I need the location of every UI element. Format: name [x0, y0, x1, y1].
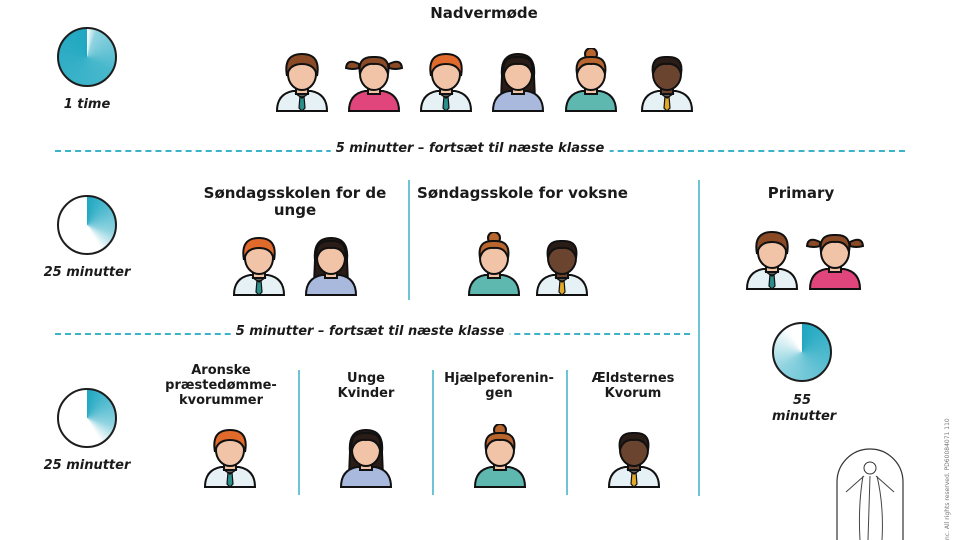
girl-longhair-avatar-icon: [337, 424, 395, 488]
boy-brown-avatar-icon: [273, 48, 331, 112]
man-dark-avatar-icon: [638, 48, 696, 112]
man-dark-avatar-icon: [533, 232, 591, 296]
group-title: Unge Kvinder: [337, 371, 395, 401]
youth-sunday-school-title: Søndagsskolen for de unge: [203, 184, 387, 219]
divider: [408, 180, 410, 300]
group-title: Hjælpeforenin-gen: [444, 371, 554, 401]
divider: [566, 370, 568, 495]
adult-sunday-school-title: Søndagsskole for voksne: [417, 184, 628, 202]
sacrament-duration: 1 time: [63, 97, 111, 112]
clock-icon: [772, 322, 832, 382]
transition-label: 5 minutter – fortsæt til næste klasse: [230, 324, 510, 340]
boy-ginger-avatar-icon: [230, 232, 288, 296]
girl-longhair-avatar-icon: [489, 48, 547, 112]
girl-longhair-avatar-icon: [302, 232, 360, 296]
divider: [698, 180, 700, 496]
second-hour-duration: 25 minutter: [43, 265, 131, 280]
girl-pink-avatar-icon: [805, 226, 865, 290]
sacrament-title: Nadvermøde: [430, 4, 538, 22]
christus-logo: [836, 448, 904, 540]
woman-bun-avatar-icon: [562, 47, 620, 112]
woman-bun-avatar-icon: [471, 423, 529, 488]
divider: [298, 370, 300, 495]
woman-bun-avatar-icon: [465, 231, 523, 296]
clock-icon: [57, 195, 117, 255]
clock-icon: [57, 27, 117, 87]
boy-brown-avatar-icon: [743, 226, 801, 290]
third-hour-duration: 25 minutter: [43, 458, 131, 473]
legal-text: nc. All rights reserved. PD60084071 110: [944, 418, 951, 540]
primary-title: Primary: [767, 184, 835, 202]
divider: [432, 370, 434, 495]
group-title: Ældsternes Kvorum: [591, 371, 675, 401]
boy-ginger-avatar-icon: [417, 48, 475, 112]
boy-ginger-avatar-icon: [201, 424, 259, 488]
man-dark-avatar-icon: [605, 424, 663, 488]
girl-pink-avatar-icon: [344, 48, 404, 112]
group-title: Aronske præstedømme-kvorummer: [165, 363, 277, 408]
clock-icon: [57, 388, 117, 448]
primary-duration-text: 55 minutter: [772, 393, 837, 424]
transition-label: 5 minutter – fortsæt til næste klasse: [330, 141, 610, 157]
primary-duration: 55 minutter: [742, 393, 862, 425]
